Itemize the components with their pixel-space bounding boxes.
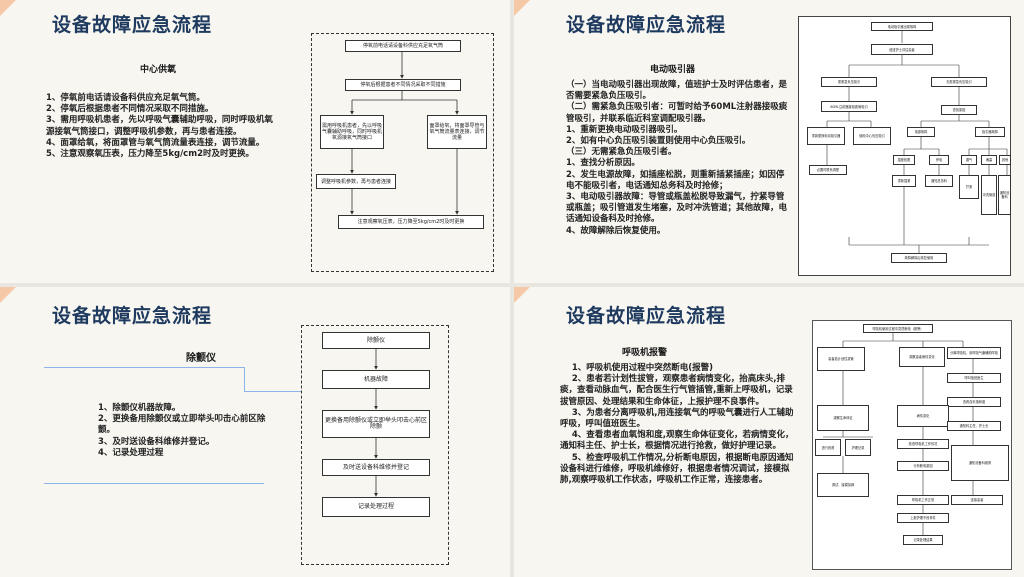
flow-box-17: 连接患者: [951, 495, 1003, 505]
flow-arrows: [350, 52, 459, 215]
corner-decoration: [514, 287, 530, 303]
flowchart: 电动吸引器出现故障 值班护士评估患者 需紧急负压吸引 无需紧急负压吸引 60ML…: [798, 16, 1011, 276]
flow-box-11: 护理记录: [845, 439, 871, 456]
slide-body: 1、除颤仪机器故障。 2、更换备用除颤仪或立即举头叩击心前区除颤。 3、及时送设…: [98, 403, 266, 458]
flow-box-2: 停氧后根据患者不同情况采取不同措施: [345, 79, 461, 91]
slide-body: 1、停氧前电话请设备科供应充足氧气筒。 2、停氧后根据患者不同情况采取不同措施。…: [46, 93, 273, 160]
flow-box-8: 病情变化: [897, 405, 949, 427]
flow-box-13: 分析断电原因: [897, 461, 949, 471]
flow-box-6: 注意观察氧压表，压力降至5kg/cm2时及时更换: [338, 215, 484, 229]
flow-box-21: 必要时联系调配: [809, 165, 847, 175]
flow-box-3: 观察患者病情变化: [899, 347, 945, 367]
slide-2[interactable]: 设备故障应急流程 电动吸引器 （一）当电动吸引器出现故障，值班护士及时评估患者，…: [514, 0, 1024, 283]
flow-box-1: 除颤仪: [322, 332, 430, 349]
slide-subtitle: 中心供氧: [140, 65, 177, 75]
flow-arrows: [823, 333, 974, 535]
slide-3[interactable]: 设备故障应急流程 除颤仪 1、除颤仪机器故障。 2、更换备用除颤仪或立即举头叩击…: [0, 287, 510, 577]
flow-box-4: 面罩给氧，将面罩导管与氧气筒流量表连接，调节流量: [427, 115, 487, 149]
flow-box-2: 机器故障: [322, 370, 430, 389]
flow-box-15: 调试、接模拟肺: [817, 473, 869, 497]
flow-box-16: 重新插紧: [892, 175, 916, 187]
flow-box-5: 记录处理过程: [322, 497, 430, 517]
flow-box-15: 其他: [999, 155, 1011, 165]
decorative-line: [244, 391, 301, 392]
flow-box-19: 记录处理结果: [903, 535, 943, 545]
flow-box-11: 插座松脱: [893, 155, 915, 165]
flow-box-4: 及时送设备科维修并登记: [322, 459, 430, 476]
flow-box-2: 值班护士评估患者: [871, 44, 933, 55]
slide-body: （一）当电动吸引器出现故障，值班护士及时评估患者，是否需要紧急负压吸引。 （二）…: [566, 80, 788, 236]
slide-subtitle: 除颤仪: [186, 353, 216, 364]
slide-title: 设备故障应急流程: [566, 14, 727, 36]
flow-box-3: 需用呼吸机患者，先以呼吸气囊辅助呼吸，同时呼吸机氧源接氧气筒接口: [320, 115, 384, 149]
flow-box-12: 检查呼吸机工作情况: [897, 439, 949, 449]
flow-box-17: 通知总务科: [925, 175, 953, 187]
flow-box-2: 患者若计划性拔管: [817, 347, 865, 371]
flow-box-6: 查找原因: [941, 105, 977, 115]
flowchart: 停氧前电话请设备科供应充足氧气筒 停氧后根据患者不同情况采取不同措施 需用呼吸机…: [311, 33, 494, 272]
flow-box-18: 上报护理不良事件: [897, 513, 949, 523]
flow-arrows: [374, 349, 378, 497]
flow-box-13: 漏气: [961, 155, 977, 165]
flow-box-19: 冲洗管道: [981, 175, 997, 215]
flow-box-20: 通知设备科: [998, 175, 1011, 215]
corner-decoration: [514, 0, 530, 16]
flow-box-18: 拧紧: [959, 175, 979, 199]
flow-box-10: 吸引器故障: [975, 127, 1005, 137]
corner-decoration: [0, 0, 16, 16]
flow-box-14: 通知设备科维修: [951, 445, 1009, 481]
flow-box-10: 进行抢救: [815, 439, 841, 456]
flow-box-8: 使用中心负压吸引: [853, 127, 891, 145]
flowchart: 呼吸机使用过程中突然断电（报警） 患者若计划性拔管 观察患者病情变化 分离呼吸机…: [812, 320, 1012, 570]
flowchart: 除颤仪 机器故障 更换备用除颤仪或立即举头叩击心前区除颤 及时送设备科维修并登记…: [301, 325, 449, 565]
flow-box-7: 观察生命体征: [817, 405, 869, 431]
flow-box-12: 停电: [929, 155, 949, 165]
flow-box-5: 调整呼吸机参数，再与患者连接: [316, 174, 396, 189]
flow-box-22: 故障解除后恢复使用: [891, 253, 947, 263]
flow-box-14: 堵塞: [981, 155, 997, 165]
flow-box-9: 电源故障: [907, 127, 935, 137]
slide-subtitle: 呼吸机报警: [622, 348, 668, 358]
flow-box-3: 需紧急负压吸引: [821, 77, 877, 87]
flow-box-4: 分离呼吸机，用呼吸气囊辅助呼吸: [947, 347, 1001, 359]
flow-arrows: [826, 31, 1008, 253]
flow-box-16: 呼吸机工作正常: [897, 495, 949, 505]
flow-box-5: 60ML注射器接吸痰管吸引: [821, 101, 877, 112]
slide-title: 设备故障应急流程: [52, 14, 213, 36]
decorative-line: [244, 367, 245, 391]
slide-body: 1、呼吸机使用过程中突然断电(报警) 2、患者若计划性拔管，观察患者病情变化，抬…: [560, 363, 794, 486]
flow-box-3: 更换备用除颤仪或立即举头叩击心前区除颤: [322, 410, 430, 438]
flow-box-1: 电动吸引器出现故障: [871, 22, 933, 31]
flow-box-4: 无需紧急负压吸引: [931, 77, 987, 87]
corner-decoration: [0, 287, 16, 303]
flow-box-1: 停氧前电话请设备科供应充足氧气筒: [345, 40, 461, 52]
flow-box-7: 重新更换电动吸引器: [807, 127, 845, 145]
slide-subtitle: 电动吸引器: [650, 65, 696, 75]
flow-box-9: 通知科主任、护士长: [947, 421, 1001, 431]
decorative-line: [44, 367, 244, 368]
flow-box-1: 呼吸机使用过程中突然断电（报警）: [863, 324, 933, 333]
flow-box-6: 查看血氧饱和度: [947, 397, 1001, 407]
flow-box-5: 呼叫值班医生: [947, 373, 1001, 383]
slide-1[interactable]: 设备故障应急流程 中心供氧 1、停氧前电话请设备科供应充足氧气筒。 2、停氧后根…: [0, 0, 510, 283]
slide-title: 设备故障应急流程: [52, 305, 213, 327]
slide-title: 设备故障应急流程: [566, 305, 727, 327]
slide-4[interactable]: 设备故障应急流程 呼吸机报警 1、呼吸机使用过程中突然断电(报警) 2、患者若计…: [514, 287, 1024, 577]
decorative-line: [44, 483, 264, 484]
